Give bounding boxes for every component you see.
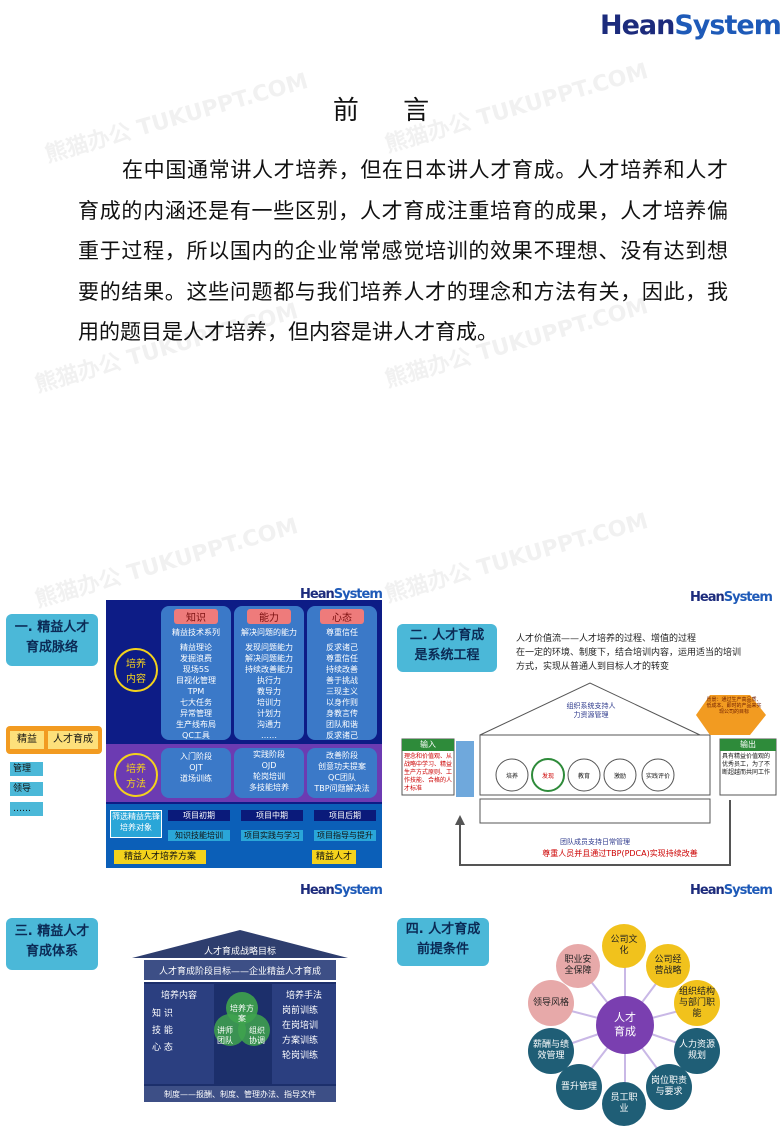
column-item: QC工具 xyxy=(182,731,210,740)
column-item: 团队和谐 xyxy=(326,720,358,729)
house-foot: 制度——报酬、制度、管理办法、指导文件 xyxy=(164,1090,316,1099)
center-node: 人才育成 xyxy=(596,996,654,1054)
circle-label: 培养 xyxy=(505,773,518,780)
node-safety: 职业安全保障 xyxy=(556,944,600,988)
slide3-logo: HeanSystem xyxy=(300,883,383,898)
method-row: 培养方法 入门阶段 OJT 道场训练 实践阶段 OJD 轮岗培训 多技能培养 改… xyxy=(106,744,382,802)
column-item: 善于挑战 xyxy=(326,676,358,685)
watermark: 熊猫办公 TUKUPPT.COM xyxy=(32,513,301,613)
column-item: 发现问题能力 xyxy=(245,643,293,652)
node-promotion: 晋升管理 xyxy=(556,1064,602,1110)
node-hr-plan: 人力资源规划 xyxy=(674,1028,720,1074)
slide4-logo: HeanSystem xyxy=(690,883,773,898)
vision-hex: 愿景：通过生产高品质、低成本、即时的产品来实现公司的目标 xyxy=(706,697,762,715)
column-item: 尊重信任 xyxy=(326,654,358,663)
column-item: 三现主义 xyxy=(326,687,358,696)
page-title: 前 言 xyxy=(332,96,448,126)
column-item: 现场5S xyxy=(182,665,210,674)
lean-box: 精益 xyxy=(10,731,44,749)
left-title: 培养内容 xyxy=(160,991,197,1001)
venn-coord: 组织协调 xyxy=(249,1026,265,1045)
node-leadership: 领导风格 xyxy=(528,980,574,1026)
footer-note: 尊重人员并且通过TBP(PDCA)实现持续改善 xyxy=(542,849,698,858)
column-item: 异常管理 xyxy=(180,709,212,718)
slide1-tag: 一. 精益人才 育成脉络 xyxy=(6,614,98,666)
support-label: 团队成员支持日常管理 xyxy=(560,838,630,846)
stage-entry: 入门阶段 OJT 道场训练 xyxy=(161,748,231,798)
more-item: …… xyxy=(10,802,43,816)
venn-trainers: 讲师团队 xyxy=(217,1026,233,1045)
column-item: 生产线布局 xyxy=(176,720,216,729)
roof-label: 组织系统支持人力资源管理 xyxy=(566,702,616,719)
column-item: …… xyxy=(261,731,277,740)
column-item: 反求诸己 xyxy=(326,643,358,652)
method-label: 培养方法 xyxy=(114,753,158,797)
house-band: 人才育成阶段目标——企业精益人才育成 xyxy=(158,967,321,977)
column-item: 身教言传 xyxy=(326,709,358,718)
right-items: 岗前训练 在岗培训 方案训练 轮岗训练 xyxy=(282,1006,319,1061)
slide2-desc: 人才价值流——人才培养的过程、增值的过程 在一定的环境、制度下，结合培训内容，运… xyxy=(516,634,742,672)
node-culture: 公司文化 xyxy=(602,924,646,968)
screen-targets: 筛选精益先锋培养对象 xyxy=(110,810,162,838)
column-item: 持续改善 xyxy=(326,665,358,674)
ability-col: 能力 解决问题的能力 发现问题能力解决问题能力持续改善能力执行力教导力培训力计划… xyxy=(234,606,304,740)
column-item: 以身作则 xyxy=(326,698,358,707)
right-title: 培养手法 xyxy=(285,991,322,1001)
output-label: 输出 xyxy=(740,740,756,749)
column-item: TPM xyxy=(187,687,205,696)
mindset-col: 心态 尊重信任 反求诸己尊重信任持续改善善于挑战三现主义以身作则身教言传团队和谐… xyxy=(307,606,377,740)
intro-paragraph: 在中国通常讲人才培养，但在日本讲人才育成。人才培养和人才育成的内涵还是有一些区别… xyxy=(78,158,728,344)
column-item: 培训力 xyxy=(257,698,281,707)
watermark: 熊猫办公 TUKUPPT.COM xyxy=(382,508,651,608)
result-label: 精益人才 xyxy=(312,850,356,864)
lead-item: 领导 xyxy=(10,782,43,796)
node-strategy: 公司经营战略 xyxy=(646,944,690,988)
talent-box: 人才育成 xyxy=(48,731,98,749)
slide2-diagram xyxy=(401,682,777,866)
node-structure: 组织结构与部门职能 xyxy=(674,980,720,1026)
plan-row: 筛选精益先锋培养对象 项目初期 知识技能培训 项目中期 项目实践与学习 项目后期… xyxy=(106,804,382,868)
venn-plan: 培养方案 xyxy=(230,1004,254,1023)
column-item: 执行力 xyxy=(257,676,281,685)
house-roof: 人才育成战略目标 xyxy=(203,947,276,957)
column-item: 反求诸己 xyxy=(326,731,358,740)
column-item: 精益理论 xyxy=(180,643,212,652)
stage-improve: 改善阶段 创意功夫提案 QC团队 TBP问题解决法 xyxy=(307,748,377,798)
slide2-logo: HeanSystem xyxy=(690,590,773,605)
node-duties: 岗位职责与要求 xyxy=(646,1064,692,1110)
column-item: 教导力 xyxy=(257,687,281,696)
circle-label: 教育 xyxy=(577,773,590,780)
slide2-tag: 二. 人才育成 是系统工程 xyxy=(397,624,497,672)
content-label: 培养内容 xyxy=(114,648,158,692)
slide3-house xyxy=(132,930,348,1102)
column-item: 七大任务 xyxy=(180,698,212,707)
input-label: 输入 xyxy=(420,740,436,749)
column-item: 持续改善能力 xyxy=(245,665,293,674)
circle-label: 激励 xyxy=(613,773,626,780)
column-item: 解决问题能力 xyxy=(245,654,293,663)
stage-practice: 实践阶段 OJD 轮岗培训 多技能培养 xyxy=(234,748,304,798)
circle-label: 实践评价 xyxy=(645,773,670,780)
column-item: 沟通力 xyxy=(257,720,281,729)
slide3-tag: 三. 精益人才 育成体系 xyxy=(6,918,98,970)
slide1-logo: HeanSystem xyxy=(300,587,383,602)
plan-label: 精益人才培养方案 xyxy=(114,850,206,864)
column-item: 目视化管理 xyxy=(176,676,216,685)
input-text: 理念和价值观、从战略中学习、精益生产方式原则、工作技能、合格的人才标准 xyxy=(404,753,453,792)
column-item: 计划力 xyxy=(257,709,281,718)
slide4-tag: 四. 人才育成 前提条件 xyxy=(397,918,489,966)
slide1-left-bar: 精益 人才育成 xyxy=(6,726,102,754)
circle-label: 发现 xyxy=(541,773,554,780)
mgmt-item: 管理 xyxy=(10,762,43,776)
brand-logo: HeanSystem xyxy=(600,10,780,41)
left-items: 知 识 技 能 心 态 xyxy=(152,1009,173,1053)
node-career: 员工职业 xyxy=(602,1082,646,1126)
node-pay: 薪酬与绩效管理 xyxy=(528,1028,574,1074)
output-text: 具有精益价值观的优秀员工，为了不断超越而共同工作 xyxy=(722,753,771,776)
column-item: 发掘浪费 xyxy=(180,654,212,663)
